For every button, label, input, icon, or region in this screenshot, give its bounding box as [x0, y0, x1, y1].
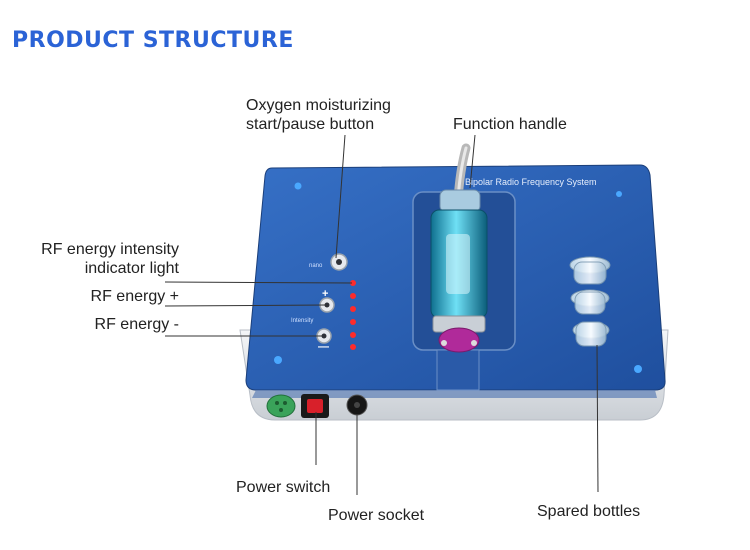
callout-line-1: Oxygen moisturizing [246, 97, 391, 114]
corner-led [634, 365, 642, 373]
indicator-led [350, 293, 356, 299]
page-title: PRODUCT STRUCTURE [12, 28, 294, 53]
plus-symbol: + [322, 288, 329, 300]
handle-cap [439, 189, 481, 213]
callout-rf-minus: RF energy - [94, 316, 179, 333]
spare-bottles [569, 256, 611, 347]
indicator-led [350, 344, 356, 350]
callout-rf-plus: RF energy + [90, 288, 179, 305]
corner-led [616, 191, 622, 197]
corner-led [274, 356, 282, 364]
callout-function-handle: Function handle [453, 116, 567, 133]
callout-line-1: RF energy intensity [41, 241, 179, 258]
callout-rf-indicator: RF energy intensity indicator light [22, 240, 179, 278]
corner-led [294, 182, 302, 190]
indicator-led [350, 319, 356, 325]
handle-tip [438, 327, 480, 353]
callout-power-socket: Power socket [328, 507, 425, 524]
nano-label: nano [309, 263, 323, 269]
callout-oxygen-button: Oxygen moisturizing start/pause button [246, 96, 391, 134]
indicator-led [350, 280, 356, 286]
callout-line-2: start/pause button [246, 116, 375, 133]
minus-symbol: — [318, 341, 329, 353]
intensity-label: Intensity [291, 318, 314, 324]
callout-line-2: indicator light [84, 260, 179, 277]
indicator-led [350, 306, 356, 312]
indicator-led [350, 332, 356, 338]
callout-spared-bottles: Spared bottles [537, 503, 641, 520]
callout-power-switch: Power switch [236, 479, 331, 496]
panel-label: Bipolar Radio Frequency System [465, 177, 597, 187]
green-connector [266, 394, 296, 418]
